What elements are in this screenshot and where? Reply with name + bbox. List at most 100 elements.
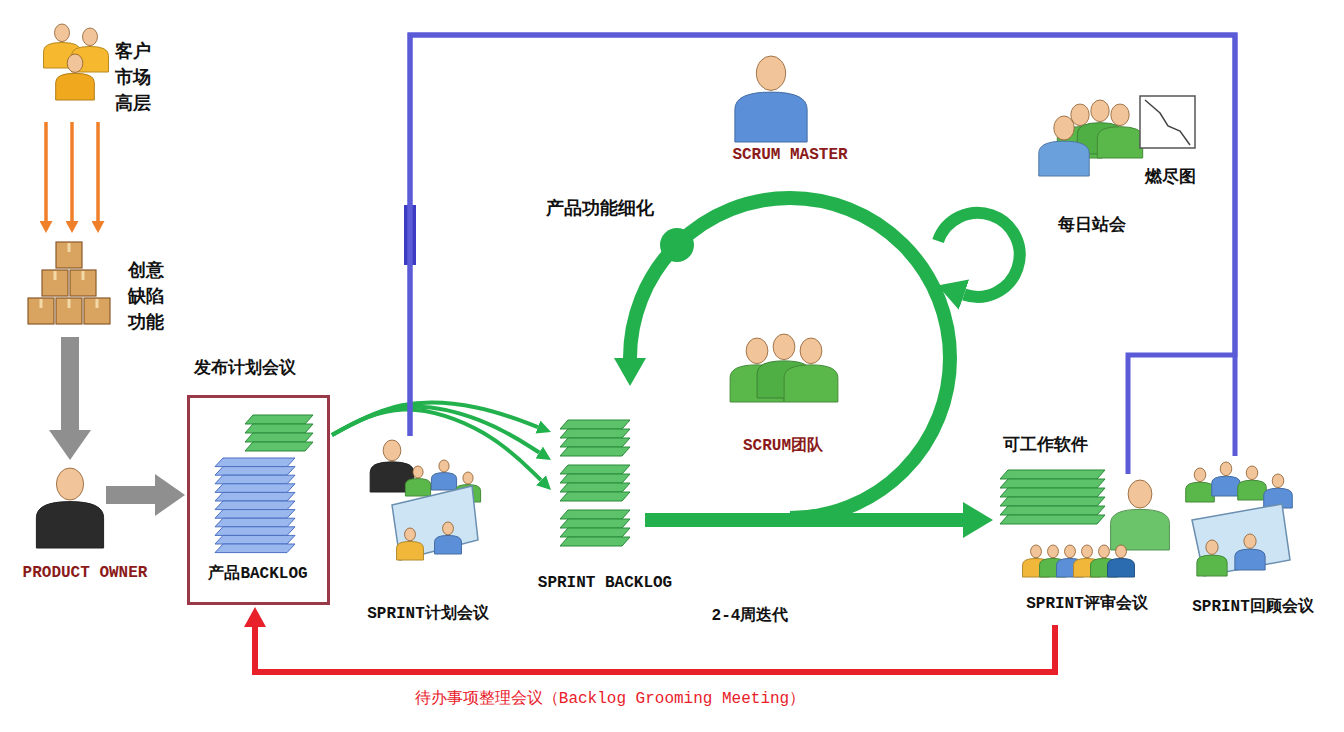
node-label: SCRUM MASTER [732,146,847,165]
role-figure: PRODUCT OWNER [40,462,104,558]
person-body [784,365,838,402]
carton-tape [40,299,43,308]
person-head [1082,545,1093,558]
person-figure [56,54,95,100]
daily-loop [938,213,1020,297]
person-figure [1097,104,1142,158]
meeting-table [392,486,478,560]
person-head [1048,545,1059,558]
person-head [1031,545,1042,558]
document-layer [1000,497,1105,506]
person-head [1071,104,1089,126]
person-head [1244,534,1256,548]
person-body [435,535,462,554]
flow-arrow [70,337,71,430]
node-label: PRODUCT OWNER [23,564,148,583]
team-figure: SCRUM团队 [730,325,840,413]
backlog-stack: SPRINT BACKLOG [553,415,643,560]
carton-box [70,270,96,296]
person-figure [1039,116,1089,176]
person-head [1111,104,1129,126]
person-head [1246,466,1258,480]
document-layer [245,442,313,451]
document-layer [215,501,295,510]
document-layer [215,467,295,476]
person-head [1206,540,1218,554]
connector-path [44,122,48,221]
connector-path [410,35,1235,456]
document-layer [560,447,630,456]
person-body [56,73,95,100]
document-layer [245,433,313,442]
person-head [443,522,454,535]
node-label: 客户 市场 高层 [115,38,159,116]
document-layer [215,484,295,493]
document-layer [215,492,295,501]
document-layer [1000,479,1105,488]
person-head [1099,545,1110,558]
carton-box [42,270,68,296]
stakeholder-group: 客户 市场 高层 [40,20,170,120]
person-head [83,28,98,46]
person-head [1194,468,1206,482]
person-body [1235,549,1265,570]
person-body [1097,127,1142,158]
person-head [413,466,423,478]
document-layer [560,492,630,501]
chart-frame [1140,96,1195,148]
person-figure [1264,474,1293,508]
role-figure: SCRUM MASTER [732,52,810,144]
document-layer [245,415,313,424]
carton-tape [68,299,71,308]
carton-box [28,298,54,324]
connector-path [61,337,79,430]
person-body [1186,482,1215,502]
meeting-figure: SPRINT计划会议 [372,438,480,573]
duration-label: 2-4周迭代 [712,607,789,626]
feedback-line [410,35,1235,456]
burndown-line [1145,100,1190,145]
backlog-box: 发布计划会议产品BACKLOG [187,395,330,605]
input-pile: 创意 缺陷 功能 [20,235,170,335]
person-head [439,460,449,472]
cycle-dot [660,228,694,262]
person-body [1039,141,1089,176]
document-layer [215,458,295,467]
carton-box [56,242,82,268]
node-label: 每日站会 [1058,214,1126,234]
node-label: SPRINT BACKLOG [538,574,672,593]
document-layer [215,510,295,519]
person-body [405,479,430,496]
document-layer [1000,515,1105,524]
node-label: 燃尽图 [1145,166,1196,186]
person-body [735,92,807,142]
connector-path [106,486,155,504]
node-label: 可工作软件 [1003,434,1088,454]
document-layer [560,420,630,429]
person-body [36,502,103,548]
node-label: 创意 缺陷 功能 [128,257,172,335]
person-head [746,338,768,364]
person-head [56,468,83,500]
meeting-table [1192,504,1290,576]
flow-arrow [46,122,98,221]
person-figure [1238,466,1267,500]
person-figure [1235,534,1265,570]
document-layer [215,518,295,527]
person-head [773,334,795,360]
document-layer [1000,470,1105,479]
document-layer [560,519,630,528]
carton-tape [96,299,99,308]
person-figure [1108,545,1135,577]
feedback-arrow [255,625,1055,672]
document-layer [560,429,630,438]
person-head [756,56,785,90]
connector-path [70,122,74,221]
person-figure [397,528,424,560]
flow-arrow [106,495,155,496]
meeting-figure: SPRINT回顾会议 [1178,458,1328,620]
edge-label: 待办事项整理会议（Backlog Grooming Meeting） [415,690,805,709]
person-head [1091,100,1109,122]
node-label: 产品BACKLOG [208,565,307,584]
